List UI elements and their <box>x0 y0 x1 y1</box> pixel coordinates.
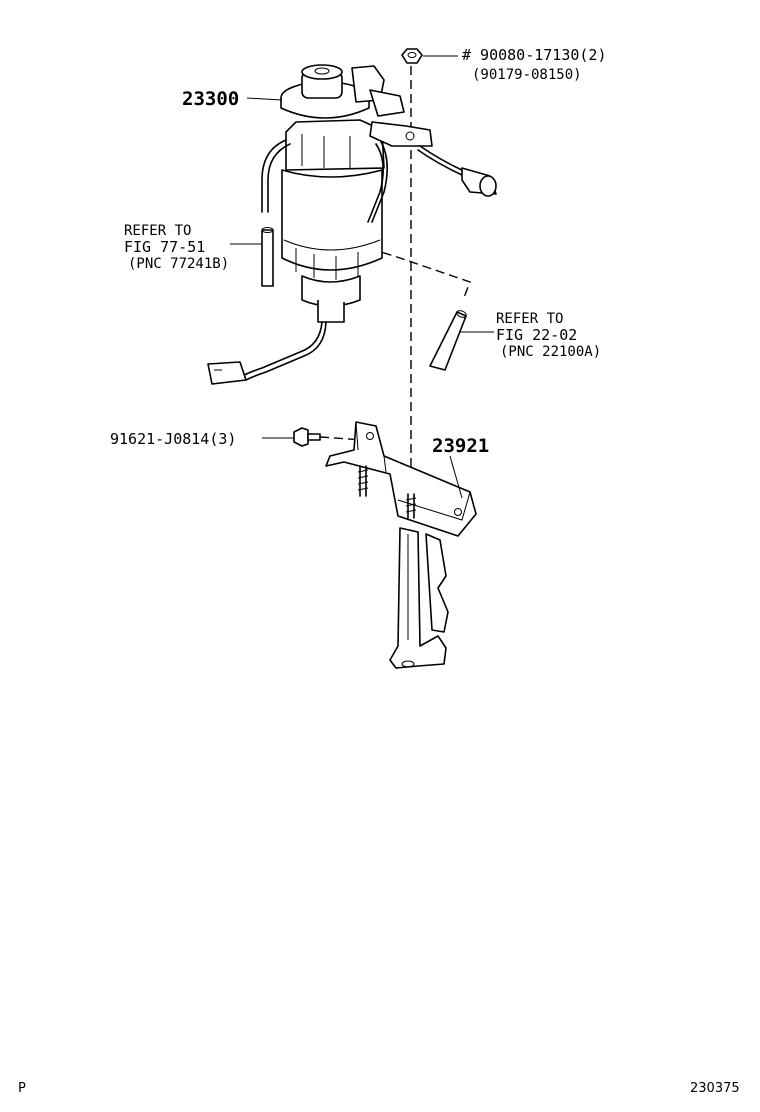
refer-left-line3: (PNC 77241B) <box>128 256 229 272</box>
refer-right-line2[interactable]: FIG 22-02 <box>496 326 577 344</box>
refer-left-line1: REFER TO <box>124 223 191 239</box>
fuel-filter-assembly[interactable] <box>207 64 497 385</box>
callout-nut[interactable]: # 90080-17130(2) <box>462 46 607 64</box>
callout-bolt[interactable]: 91621-J0814(3) <box>110 430 236 448</box>
callout-bracket[interactable]: 23921 <box>432 435 489 457</box>
refer-right-line1: REFER TO <box>496 311 563 327</box>
refer-left-line2[interactable]: FIG 77-51 <box>124 238 205 256</box>
leader-filter-assembly <box>246 97 283 101</box>
left-hose-part[interactable] <box>261 227 274 287</box>
refer-right-line3: (PNC 22100A) <box>500 344 601 360</box>
nut-part[interactable] <box>401 48 423 64</box>
leader-bracket <box>449 455 463 499</box>
hose-routing-dashline <box>355 243 471 301</box>
right-hose-part[interactable] <box>429 309 467 371</box>
callout-filter-assembly[interactable]: 23300 <box>182 88 239 110</box>
callout-nut-alt: (90179-08150) <box>472 67 582 83</box>
footer-diagram-number: 230375 <box>690 1081 740 1096</box>
bolt-part[interactable] <box>293 427 321 447</box>
footer-left-code: P <box>18 1081 26 1096</box>
bracket-part[interactable] <box>325 421 477 669</box>
